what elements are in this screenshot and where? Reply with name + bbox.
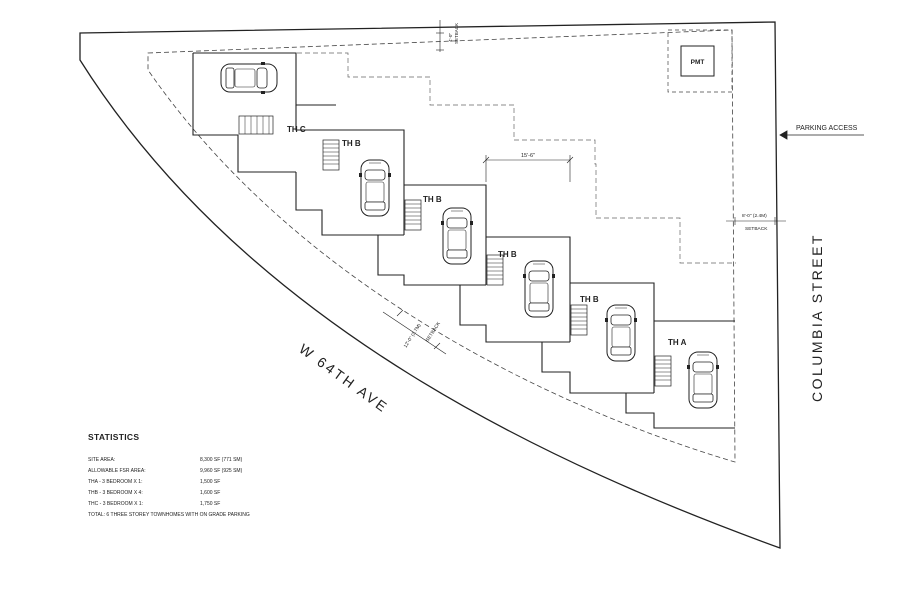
stat-label: THC - 3 BEDROOM X 1: [88, 501, 144, 507]
car-icon [686, 351, 720, 409]
stepped-dashed-line [193, 52, 736, 264]
width-dimension-value: 15'-6" [521, 153, 535, 159]
stair-icons [238, 115, 672, 387]
top-setback-label: SETBACK [454, 23, 459, 44]
stat-row: THB - 3 BEDROOM X 4: 1,600 SF [88, 488, 388, 499]
unit-label-tha: TH A [668, 338, 687, 347]
right-setback-value: 8'-0" (2.4M) [742, 213, 767, 219]
stair-icon [570, 304, 588, 336]
diagonal-setback-label: SETBACK [425, 320, 443, 343]
property-line [79, 21, 781, 549]
stat-label: ALLOWABLE FSR AREA: [88, 468, 146, 474]
pmt-label: PMT [691, 59, 705, 66]
stat-value: 8,300 SF (771 SM) [200, 457, 243, 463]
top-setback-dimension [436, 20, 444, 52]
unit-label-thb-4: TH B [580, 295, 599, 304]
statistics-title: STATISTICS [88, 432, 140, 442]
street-label-w64: W 64TH AVE [296, 340, 392, 416]
stair-icon [404, 199, 422, 231]
statistics-panel: STATISTICS SITE AREA: 8,300 SF (771 SM) … [88, 432, 388, 521]
parking-access-label: PARKING ACCESS [796, 125, 858, 132]
right-setback-label: SETBACK [745, 226, 768, 232]
stat-total: TOTAL: 6 THREE STOREY TOWNHOMES WITH ON … [88, 512, 250, 518]
townhouse-footprints [192, 52, 735, 429]
stat-value: 9,960 SF (925 SM) [200, 468, 243, 474]
stair-icon [486, 254, 504, 286]
unit-label-thc: TH C [287, 125, 306, 134]
pmt-dashed-zone [667, 29, 733, 93]
stat-label: SITE AREA: [88, 457, 116, 463]
car-icon [440, 207, 474, 265]
unit-label-thb-2: TH B [423, 195, 442, 204]
stat-row: ALLOWABLE FSR AREA: 9,960 SF (925 SM) [88, 466, 388, 477]
street-label-columbia: COLUMBIA STREET [809, 233, 825, 402]
stat-value: 1,750 SF [200, 501, 221, 507]
setback-line [147, 29, 736, 463]
car-icon [604, 304, 638, 362]
diagonal-setback-dimension [382, 309, 447, 355]
stat-row: THA - 3 BEDROOM X 1: 1,500 SF [88, 477, 388, 488]
car-icon [220, 61, 278, 95]
unit-label-thb-1: TH B [342, 139, 361, 148]
stair-icon [322, 139, 340, 171]
diagonal-setback-value: 12'-0" (3.7M) [403, 322, 423, 349]
stat-row: SITE AREA: 8,300 SF (771 SM) [88, 455, 388, 466]
stat-row: THC - 3 BEDROOM X 1: 1,750 SF [88, 499, 388, 510]
stat-label: THA - 3 BEDROOM X 1: [88, 479, 143, 485]
car-icon [358, 159, 392, 217]
unit-label-thb-3: TH B [498, 250, 517, 259]
stat-value: 1,500 SF [200, 479, 221, 485]
width-dimension [482, 155, 574, 182]
car-icon [522, 260, 556, 318]
stat-value: 1,600 SF [200, 490, 221, 496]
top-setback-value: 4'-0" [448, 33, 453, 42]
parking-access-arrow [779, 130, 864, 140]
stair-icon [654, 355, 672, 387]
pmt-box [680, 45, 715, 77]
stat-label: THB - 3 BEDROOM X 4: [88, 490, 143, 496]
right-setback-dimension [726, 217, 786, 225]
